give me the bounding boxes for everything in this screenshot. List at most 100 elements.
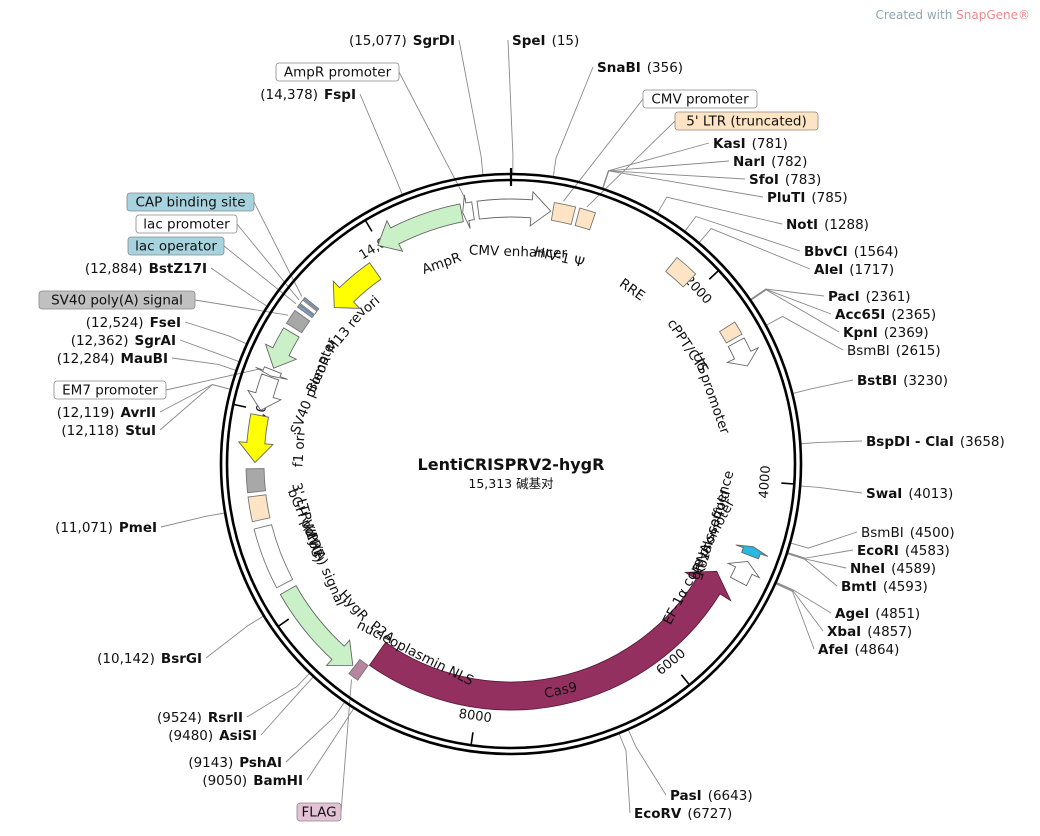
site-name: BstBI (857, 373, 897, 389)
callout-em7-promoter: EM7 promoter (62, 383, 158, 399)
site-name: MauBI (121, 351, 168, 367)
site-position: (14,378) (260, 87, 318, 103)
site-leader-line (750, 289, 840, 333)
callout-leader-line (398, 71, 467, 201)
site-leader-line (205, 615, 265, 659)
site-position: (2615) (896, 343, 941, 359)
feature-cmv-enhancer (476, 190, 552, 227)
features (237, 190, 769, 711)
feature-em7 (255, 366, 288, 380)
site-bsmbi: BsmBI(2615) (847, 343, 941, 359)
feature-ltr3 (247, 494, 271, 523)
feature-label-m13: M13 rev (323, 304, 370, 357)
site-leader-line (627, 729, 667, 796)
site-xbai: XbaI(4857) (827, 624, 912, 640)
callout-leader-line (340, 679, 352, 813)
site-position: (785) (811, 190, 847, 206)
site-name: Acc65I (835, 307, 885, 323)
site-fspi: (14,378)FspI (260, 87, 356, 103)
callout-ampr-promoter: AmpR promoter (284, 65, 392, 81)
tick-mark (680, 674, 691, 686)
site-pmei: (11,071)PmeI (55, 520, 157, 536)
site-leader-line (787, 549, 854, 559)
site-paci: PacI(2361) (828, 289, 911, 305)
site-position: (781) (752, 136, 788, 152)
site-position: (9050) (202, 773, 247, 789)
site-name: BspDI - ClaI (866, 434, 954, 450)
tick-mark (781, 482, 795, 485)
site-name: XbaI (827, 624, 861, 640)
site-name: RsrII (208, 710, 243, 726)
callout-box (275, 62, 400, 82)
callout-leader-line (586, 120, 676, 208)
site-acc65i: Acc65I (2365) (835, 307, 936, 323)
feature-hygr (279, 585, 354, 666)
tick-mark (470, 732, 474, 746)
callout-box (126, 192, 255, 212)
site-position: (6727) (687, 806, 732, 822)
site-avrii: (12,119)AvrII (57, 405, 156, 421)
site-asisi: (9480)AsiSI (168, 728, 257, 744)
site-name: EcoRI (857, 543, 899, 559)
site-name: NarI (733, 154, 765, 170)
callout-box (38, 290, 196, 310)
site-position: (2365) (891, 307, 936, 323)
site-name: PluTI (767, 190, 805, 206)
callout-sv40-poly-a-signal: SV40 poly(A) signal (51, 293, 183, 309)
site-swai: SwaI(4013) (866, 486, 953, 502)
site-bstbi: BstBI(3230) (857, 373, 948, 389)
tick-mark (233, 403, 247, 408)
site-position: (783) (785, 172, 821, 188)
plasmid-name: LentiCRISPRV2-hygR (418, 455, 605, 474)
site-kasi: KasI(781) (713, 136, 788, 152)
site-position: (2361) (866, 289, 911, 305)
site-rsrii: (9524)RsrII (157, 710, 243, 726)
site-leader-line (285, 701, 346, 763)
site-name: PshAI (239, 755, 282, 771)
feature-wpre (253, 524, 294, 589)
site-name: AgeI (835, 606, 869, 622)
callout-leader-line (223, 245, 297, 305)
feature-ltr5-1 (574, 207, 596, 231)
site-fsei: (12,524)FseI (86, 315, 181, 331)
site-pluti: PluTI (785) (767, 190, 848, 206)
site-leader-line (800, 485, 863, 494)
site-alei: AleI (1717) (814, 262, 894, 278)
site-sgrdi: (15,077)SgrDI (349, 33, 455, 49)
site-leader-line (507, 39, 514, 175)
snapgene-watermark: Created with SnapGene® (876, 8, 1030, 22)
site-position: (12,524) (86, 315, 144, 331)
site-stui: (12,118)StuI (61, 423, 156, 439)
plasmid-length: 15,313 碱基对 (468, 476, 553, 491)
site-name: PmeI (119, 520, 157, 536)
site-position: (4851) (875, 606, 920, 622)
site-position: (15,077) (349, 33, 407, 49)
site-nhei: NheI(4589) (850, 561, 936, 577)
callout-leader-line (236, 223, 300, 301)
feature-label-bleor: BleoR (303, 353, 334, 395)
site-leader-line (552, 66, 594, 178)
callout-cmv-promoter: CMV promoter (651, 92, 749, 108)
site-name: BstZ17I (149, 261, 207, 277)
site-kpni: KpnI(2369) (843, 325, 929, 341)
callout-box (53, 380, 167, 400)
feature-rre (665, 256, 697, 288)
site-leader-line (602, 160, 730, 189)
site-bbvci: BbvCI(1564) (804, 244, 899, 260)
site-leader-line (800, 440, 863, 445)
callout-box (642, 89, 758, 109)
site-position: (1717) (849, 262, 894, 278)
feature-flag (348, 658, 369, 681)
callout-box (127, 236, 225, 256)
site-name: SwaI (866, 486, 902, 502)
feature-f1 (237, 413, 274, 464)
site-pasi: PasI(6643) (670, 788, 753, 804)
site-ecorv: EcoRV(6727) (634, 806, 732, 822)
site-afei: AfeI(4864) (818, 642, 899, 658)
site-name: SgrAI (134, 333, 176, 349)
site-sgrai: (12,362)SgrAI (71, 333, 176, 349)
site-leader-line (749, 288, 825, 301)
site-name: AleI (814, 262, 843, 278)
site-position: (2369) (884, 325, 929, 341)
